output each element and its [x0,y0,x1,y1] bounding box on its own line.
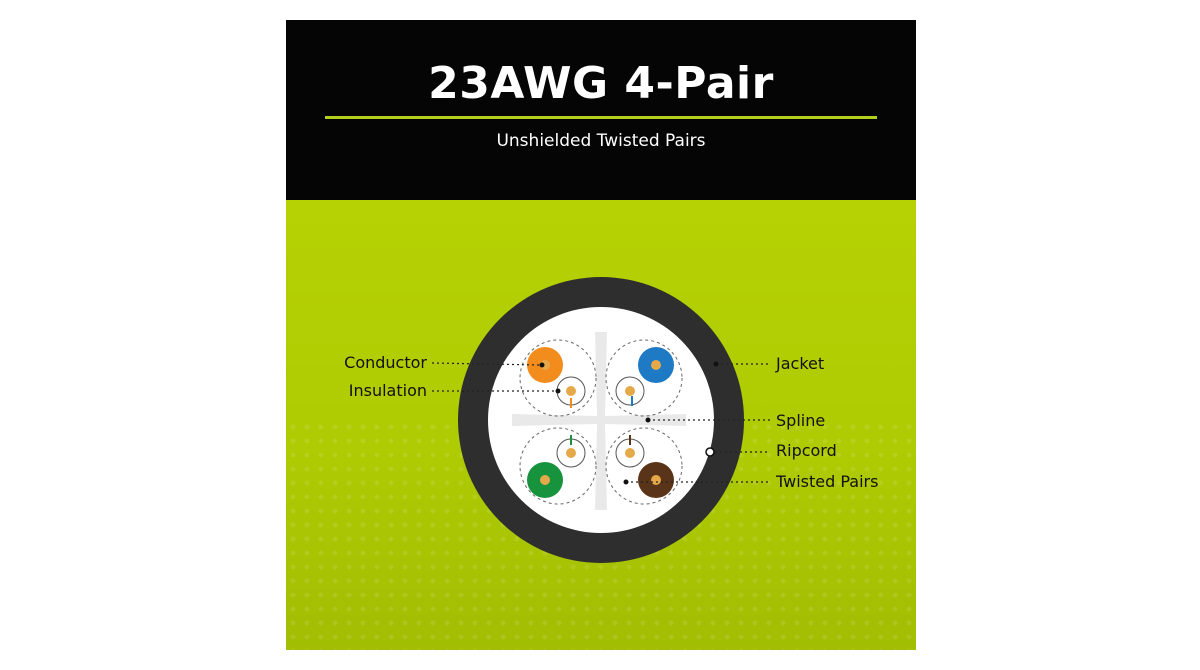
pair-orange [527,347,586,408]
ripcord-label: Ripcord [776,441,837,460]
blue-conductor [651,360,661,370]
page-subtitle: Unshielded Twisted Pairs [496,131,706,151]
insulation-label: Insulation [348,381,427,400]
brown-white-conductor [625,448,635,458]
jacket-label: Jacket [776,354,825,373]
twisted-pairs-dot [623,479,629,485]
blue-stripe [631,396,633,406]
conductor-leader [431,362,541,366]
cable-infographic: 23AWG 4-Pair Unshielded Twisted Pairs [286,20,916,650]
conductor-label: Conductor [344,353,427,372]
pair-outline-green [519,427,597,505]
pair-outline-brown [605,427,683,505]
insulation-dot [555,388,561,394]
cable-cross-section [431,277,770,563]
pair-green [527,435,586,498]
orange-stripe [570,398,572,408]
header-band: 23AWG 4-Pair Unshielded Twisted Pairs [286,20,916,200]
leader-lines [431,362,770,483]
spline-label: Spline [776,411,826,430]
blue-white-conductor [625,386,635,396]
conductor-dot [539,362,545,368]
green-conductor [540,475,550,485]
title-underline [325,116,877,119]
pair-outline-blue [605,339,683,417]
pair-blue [615,347,674,406]
pair-outline-orange [519,339,597,417]
orange-conductor [540,360,550,370]
page-title: 23AWG 4-Pair [428,58,774,109]
spline-cross [512,332,686,510]
green-white-conductor [566,448,576,458]
spline-dot [645,417,651,423]
brown-stripe [629,435,631,445]
pair-outlines [519,339,683,505]
ripcord-marker [705,447,715,457]
twisted-pairs-label: Twisted Pairs [776,472,879,491]
orange-white-conductor [566,386,576,396]
green-stripe [570,435,572,445]
pair-brown [615,435,674,498]
brown-conductor [651,475,661,485]
jacket-dot [713,361,719,367]
leader-dots [539,361,719,485]
